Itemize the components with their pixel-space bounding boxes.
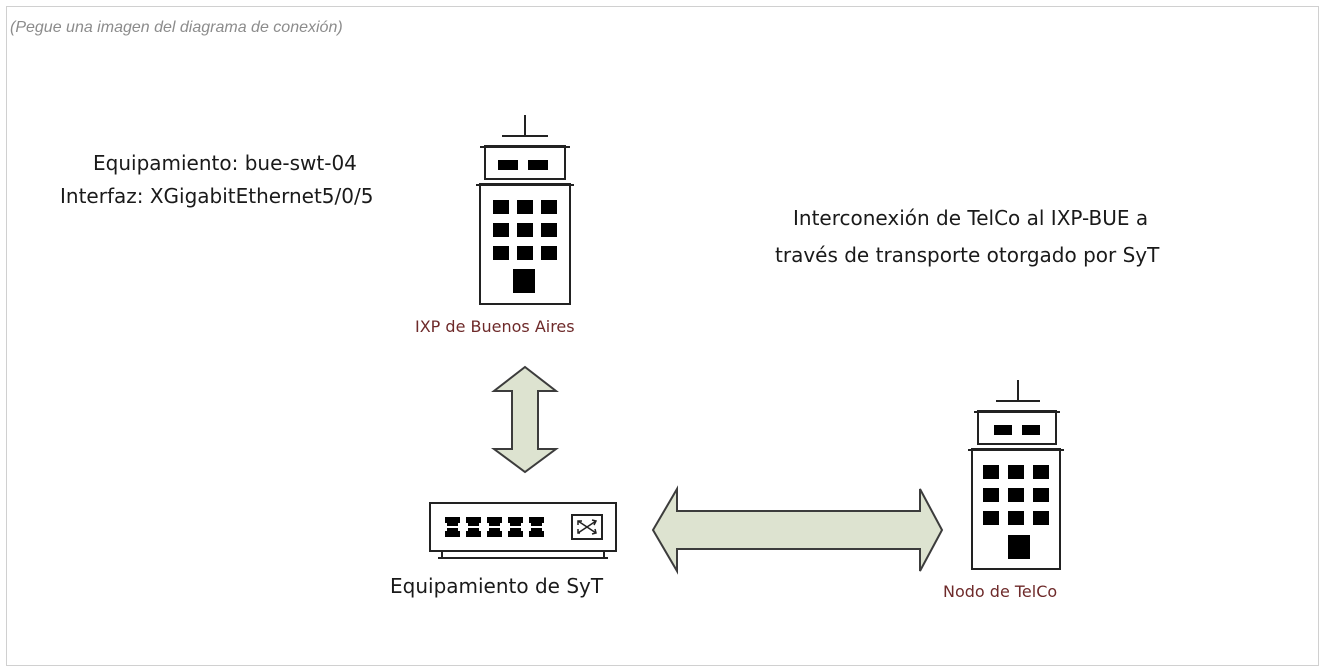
telco-label: Nodo de TelCo [943, 582, 1058, 601]
ixp-equipment-text: Equipamiento: bue-swt-04 [93, 151, 357, 175]
placeholder-caption: (Pegue una imagen del diagrama de conexi… [10, 19, 343, 36]
switch-label: Equipamiento de SyT [390, 574, 604, 598]
vertical-double-arrow [490, 365, 560, 474]
description-line-1: Interconexión de TelCo al IXP-BUE a [793, 206, 1149, 230]
description-line-2: través de transporte otorgado por SyT [775, 243, 1160, 267]
ixp-building-icon [476, 115, 574, 305]
telco-building-icon [968, 380, 1064, 570]
switch-icon [429, 502, 617, 559]
ixp-label: IXP de Buenos Aires [415, 317, 575, 336]
horizontal-double-arrow [651, 485, 944, 575]
ixp-interface-text: Interfaz: XGigabitEthernet5/0/5 [60, 184, 374, 208]
